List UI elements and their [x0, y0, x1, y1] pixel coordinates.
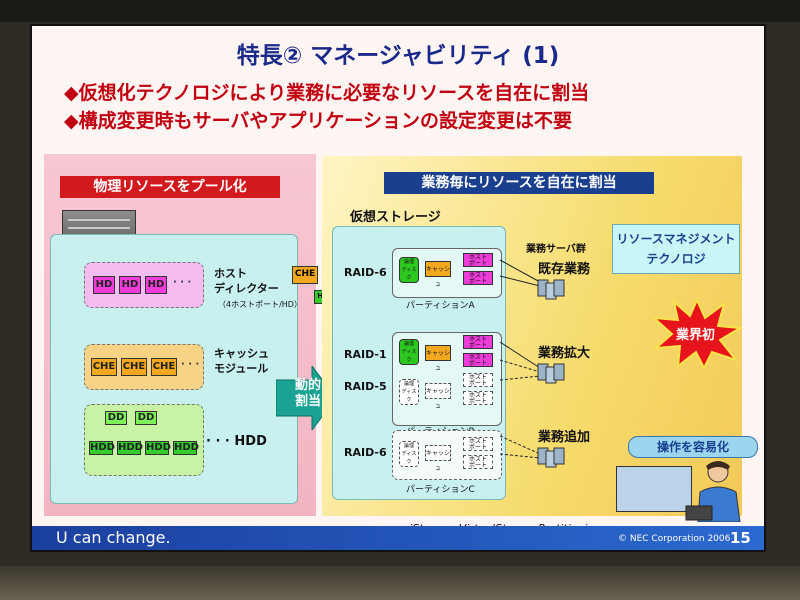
footer-copyright: © NEC Corporation 2006 — [618, 534, 731, 544]
ease-of-operation-label: 操作を容易化 — [628, 436, 758, 458]
bullet-1-text: 仮想化テクノロジにより業務に必要なリソースを自在に割当 — [78, 82, 590, 104]
allocation-label: 業務毎にリソースを自在に割当 — [384, 172, 654, 194]
resource-management-box: リソースマネジメント テクノロジ — [612, 224, 740, 274]
business-expansion: 業務拡大 — [538, 346, 591, 361]
ellipsis: · · · — [206, 434, 230, 449]
che-chip: CHE — [91, 358, 117, 376]
presentation-slide: 特長② マネージャビリティ (1) ◆仮想化テクノロジにより業務に必要なリソース… — [30, 24, 766, 552]
hd-chip: HD — [119, 276, 141, 294]
industry-first-burst — [652, 298, 742, 370]
hdd-chip: HDD — [173, 441, 199, 455]
screen-top-frame — [0, 0, 800, 22]
cache-chip: キャッシュ — [425, 345, 451, 372]
raid-label: RAID-6 — [344, 266, 387, 279]
che-chip: CHE — [121, 358, 147, 376]
partition-c: 論理 ディスク キャッシュ ホスト ポート ホスト ポート — [392, 430, 502, 480]
host-port-chip: ホスト ポート — [463, 391, 493, 405]
server-rack-icon — [537, 279, 565, 300]
slide-title: 特長② マネージャビリティ (1) — [236, 43, 560, 69]
screen-bottom-frame — [0, 566, 800, 600]
partition-a-label: パーティションA — [406, 301, 475, 311]
server-rack-icon — [537, 363, 565, 384]
partition-b: 論理 ディスク キャッシュ ホスト ポート ホスト ポート 論理 ディスク キャ… — [392, 332, 502, 426]
che-float-chip: CHE — [292, 266, 318, 284]
bullet-1: ◆仮想化テクノロジにより業務に必要なリソースを自在に割当 — [64, 78, 589, 105]
cache-chip: キャッシュ — [425, 261, 451, 288]
logical-disk-icon: 論理 ディスク — [399, 339, 419, 365]
hd-chip: HD — [93, 276, 115, 294]
bullet-2: ◆構成変更時もサーバやアプリケーションの設定変更は不要 — [64, 106, 572, 133]
host-port-chip: ホスト ポート — [463, 437, 493, 451]
raid-label: RAID-5 — [344, 380, 387, 393]
dd-chip: DD — [135, 411, 157, 425]
logical-disk-icon: 論理 ディスク — [399, 257, 419, 283]
raid-label: RAID-6 — [344, 446, 387, 459]
partition-a: 論理 ディスク キャッシュ ホスト ポート ホスト ポート — [392, 248, 502, 298]
footer-brand: U can change. — [56, 528, 171, 547]
industry-first-label: 業界初 — [676, 328, 716, 343]
server-group-label: 業務サーバ群 — [526, 244, 586, 255]
hdd-chip: HDD — [145, 441, 171, 455]
dd-chip: DD — [105, 411, 127, 425]
cache-module-tray: CHE CHE CHE · · · — [84, 344, 204, 390]
hdd-label-text: HDD — [234, 434, 267, 449]
ellipsis: · · · — [173, 277, 192, 288]
virtual-storage-title: 仮想ストレージ — [350, 210, 441, 225]
host-director-note: （4ホストポート/HD） — [218, 300, 302, 309]
hdd-chip: HDD — [89, 441, 115, 455]
bullet-2-text: 構成変更時もサーバやアプリケーションの設定変更は不要 — [78, 110, 573, 132]
host-port-chip: ホスト ポート — [463, 253, 493, 267]
page-number: 15 — [730, 529, 751, 547]
host-port-chip: ホスト ポート — [463, 353, 493, 367]
che-chip: CHE — [151, 358, 177, 376]
slide-footer — [32, 526, 764, 550]
business-addition: 業務追加 — [538, 430, 591, 445]
hdd-tray: DD DD HDD HDD HDD HDD — [84, 404, 204, 476]
host-director-tray: HD HD HD · · · — [84, 262, 204, 308]
host-port-chip: ホスト ポート — [463, 455, 493, 469]
pool-label: 物理リソースをプール化 — [60, 176, 280, 198]
raid-label: RAID-1 — [344, 348, 387, 361]
server-rack-icon — [537, 447, 565, 468]
connector-lines — [499, 259, 541, 459]
hdd-label: · · · HDD — [206, 434, 267, 449]
diamond-icon: ◆ — [64, 82, 79, 104]
host-director-label: ホスト ディレクター — [214, 267, 279, 295]
dynamic-allocation-label: 動的 割当 — [294, 378, 321, 409]
diamond-icon: ◆ — [64, 110, 79, 132]
host-port-chip: ホスト ポート — [463, 373, 493, 387]
logical-disk-icon: 論理 ディスク — [399, 379, 419, 405]
monitor-screen-icon — [616, 466, 692, 512]
partition-c-label: パーティションC — [406, 485, 475, 495]
hd-chip: HD — [145, 276, 167, 294]
person-with-laptop-icon — [685, 461, 741, 522]
host-port-chip: ホスト ポート — [463, 335, 493, 349]
cache-module-label: キャッシュ モジュール — [214, 347, 269, 375]
cache-chip: キャッシュ — [425, 383, 451, 410]
ellipsis: · · · — [181, 359, 200, 370]
logical-disk-icon: 論理 ディスク — [399, 441, 419, 467]
business-existing: 既存業務 — [538, 262, 591, 277]
cache-chip: キャッシュ — [425, 445, 451, 472]
host-port-chip: ホスト ポート — [463, 271, 493, 285]
hdd-chip: HDD — [117, 441, 143, 455]
